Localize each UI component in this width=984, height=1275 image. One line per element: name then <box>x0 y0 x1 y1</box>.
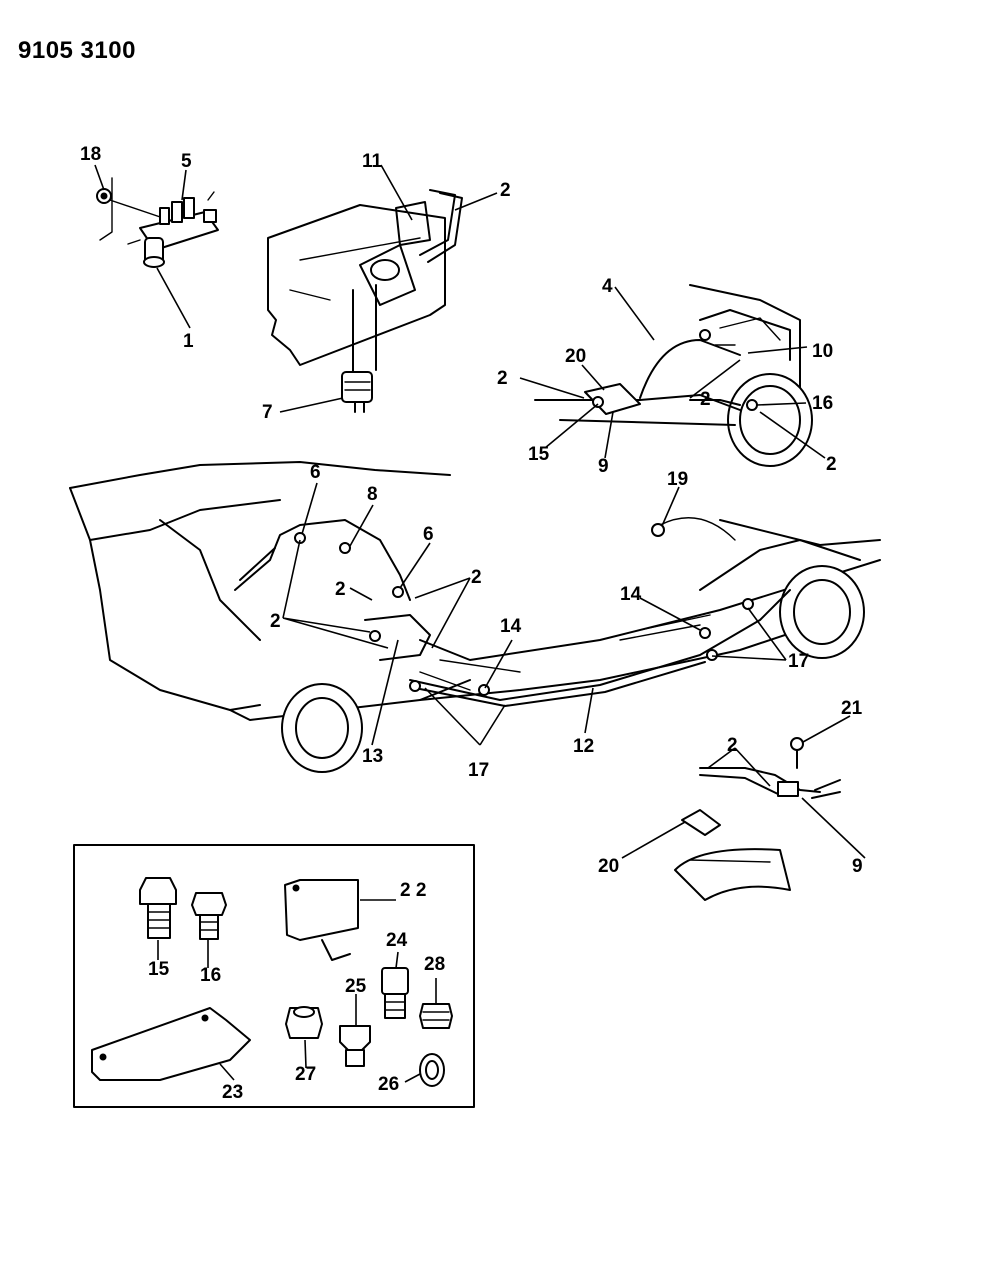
callout-2-axle-right: 2 <box>826 454 837 475</box>
vehicle-underbody-illustration <box>69 461 881 773</box>
callout-20-clip: 20 <box>598 856 619 877</box>
callout-27: 27 <box>295 1064 316 1085</box>
callout-23: 23 <box>222 1082 243 1103</box>
callout-10: 10 <box>812 341 833 362</box>
callout-22: 2 2 <box>400 880 426 901</box>
callout-4: 4 <box>602 276 613 297</box>
callout-labels: 18 5 1 11 2 7 4 20 2 15 9 2 10 16 2 6 8 … <box>80 144 863 1103</box>
callout-5: 5 <box>181 151 192 172</box>
callout-20-axle: 20 <box>565 346 586 367</box>
callout-2-axle-left: 2 <box>497 368 508 389</box>
callout-14-rear: 14 <box>620 584 642 605</box>
callout-28: 28 <box>424 954 445 975</box>
callout-16-inset: 16 <box>200 965 221 986</box>
callout-2-axle-mid: 2 <box>700 389 711 410</box>
callout-17-front: 17 <box>468 760 489 781</box>
callout-14-front: 14 <box>500 616 522 637</box>
callout-2-clip: 2 <box>727 735 738 756</box>
booster-pushrod-illustration <box>267 189 463 413</box>
callout-2-body-b: 2 <box>471 567 482 588</box>
leader-lines <box>94 164 866 1083</box>
callout-12: 12 <box>573 736 594 757</box>
callout-15-axle: 15 <box>528 444 550 465</box>
callout-2-booster: 2 <box>500 180 511 201</box>
callout-1: 1 <box>183 331 194 352</box>
bracket-clip-detail-illustration <box>674 737 841 901</box>
callout-26: 26 <box>378 1074 399 1095</box>
callout-9-clip: 9 <box>852 856 863 877</box>
callout-25: 25 <box>345 976 367 997</box>
callout-13: 13 <box>362 746 383 767</box>
document-number: 9105 3100 <box>18 37 136 64</box>
callout-7: 7 <box>262 402 273 423</box>
parts-inset-box <box>73 844 475 1108</box>
callout-8: 8 <box>367 484 378 505</box>
callout-24: 24 <box>386 930 408 951</box>
callout-21: 21 <box>841 698 863 719</box>
callout-19: 19 <box>667 469 688 490</box>
callout-6-left: 6 <box>310 462 321 483</box>
callout-9-axle: 9 <box>598 456 609 477</box>
callout-16-axle: 16 <box>812 393 833 414</box>
callout-18: 18 <box>80 144 101 165</box>
callout-17-rear: 17 <box>788 651 809 672</box>
callout-2-body-a: 2 <box>335 579 346 600</box>
callout-15-inset: 15 <box>148 959 170 980</box>
callout-2-body-c: 2 <box>270 611 281 632</box>
rear-axle-detail-illustration <box>534 284 813 467</box>
callout-6-right: 6 <box>423 524 434 545</box>
proportioning-valve-illustration <box>96 177 219 268</box>
callout-11: 11 <box>362 151 383 172</box>
